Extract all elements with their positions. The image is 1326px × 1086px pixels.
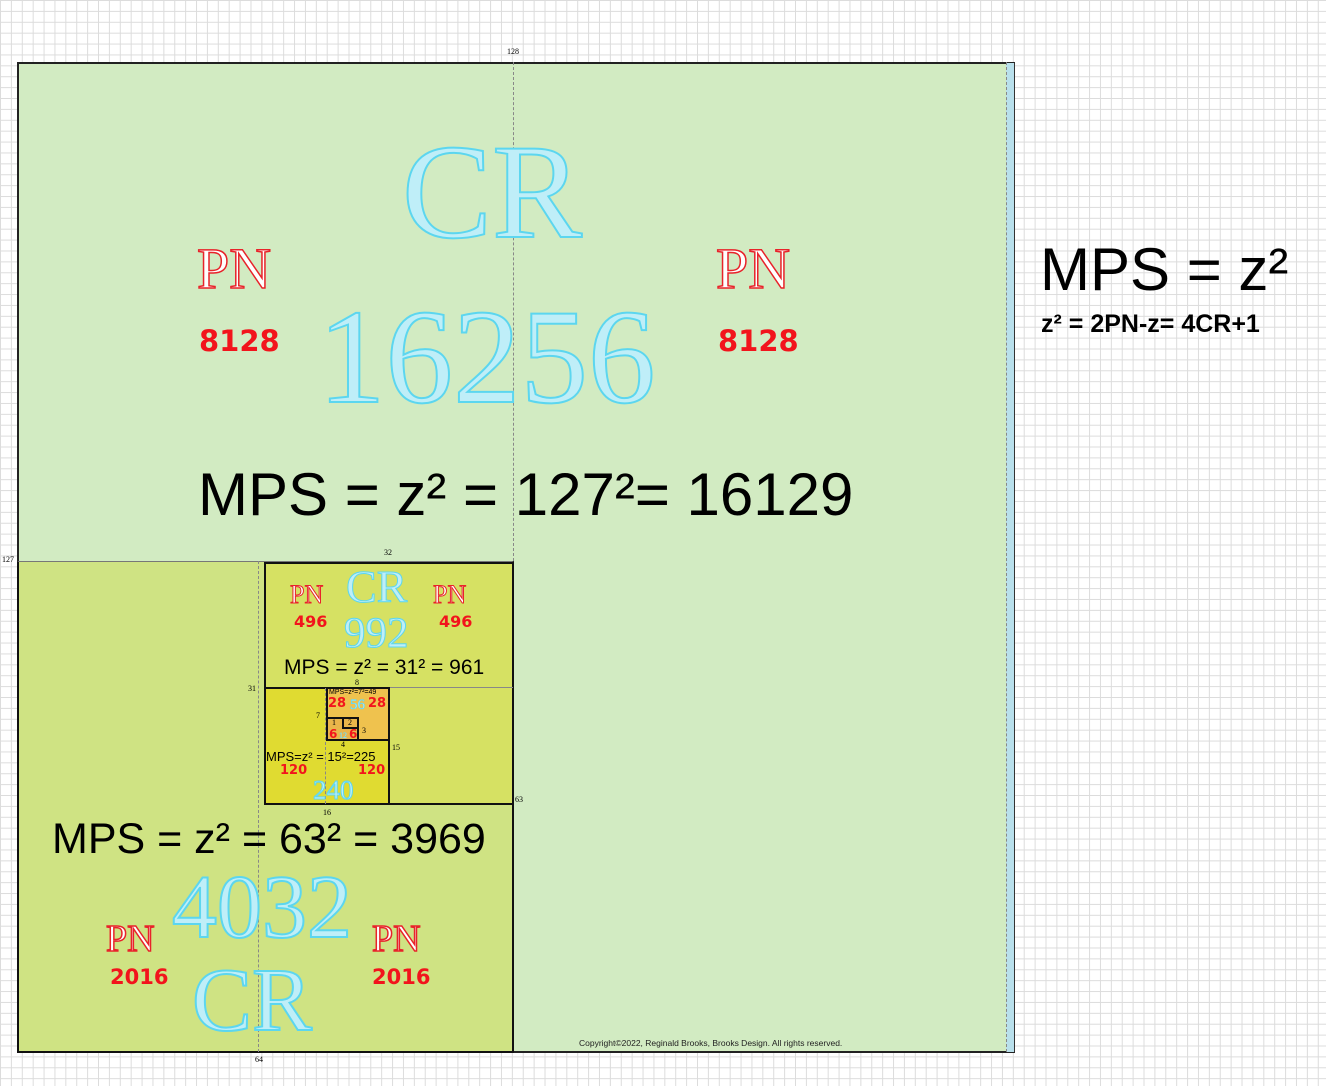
divider	[513, 62, 514, 1052]
side-label-8: 8	[355, 678, 359, 687]
side-label-63: 63	[515, 795, 523, 804]
pn-value-right-128: 8128	[718, 324, 799, 358]
side-label-16: 16	[323, 808, 331, 817]
square-2	[342, 717, 359, 729]
pn-label-left-128: PN	[196, 236, 272, 301]
pn-value-left-64: 2016	[110, 965, 169, 989]
mps-formula-32: MPS = z² = 31² = 961	[284, 656, 485, 679]
legend-formula: z² = 2PN-z= 4CR+1	[1041, 310, 1260, 338]
blue-strip	[1006, 63, 1015, 1052]
pn-label-right-128: PN	[715, 236, 791, 301]
mps-formula-128: MPS = z² = 127²= 16129	[198, 461, 854, 528]
side-label-4: 4	[341, 740, 345, 749]
side-label-1: 1	[332, 718, 336, 727]
side-label-31: 31	[248, 684, 256, 693]
pn-label-left-64: PN	[105, 918, 155, 960]
pn-value-right-32: 496	[439, 612, 473, 631]
side-label-3: 3	[362, 726, 366, 735]
cr-value-32: 992	[344, 610, 409, 657]
side-label-7: 7	[316, 711, 320, 720]
cr-value-64: 4032	[171, 858, 353, 957]
pn-value-left-4: 6	[329, 727, 338, 741]
pn-label-right-64: PN	[371, 918, 421, 960]
side-label-128: 128	[507, 47, 519, 56]
copyright: Copyright©2022, Reginald Brooks, Brooks …	[579, 1038, 843, 1048]
cr-value-4: 12	[339, 731, 347, 740]
side-label-32: 32	[384, 548, 392, 557]
cr-label-32: CR	[345, 561, 408, 612]
side-label-15: 15	[392, 743, 400, 752]
pn-value-left-8: 28	[328, 696, 347, 711]
mps-formula-64: MPS = z² = 63² = 3969	[52, 815, 486, 863]
cr-label-64: CR	[191, 951, 313, 1050]
divider	[325, 688, 326, 804]
pn-value-right-4: 6	[349, 727, 358, 741]
pn-value-right-8: 28	[368, 696, 387, 711]
side-label-2: 2	[348, 718, 352, 727]
pn-value-right-64: 2016	[372, 965, 431, 989]
pn-label-right-32: PN	[432, 580, 467, 609]
cr-value-128: 16256	[317, 283, 656, 432]
mps-formula-16: MPS=z² = 15²=225	[266, 749, 376, 764]
pn-label-left-32: PN	[289, 580, 324, 609]
pn-value-left-16: 120	[280, 763, 308, 778]
legend-title: MPS = z²	[1040, 236, 1289, 303]
side-label-64: 64	[255, 1055, 263, 1064]
cr-value-16: 240	[313, 775, 354, 805]
divider	[1006, 62, 1007, 1052]
pn-value-right-16: 120	[358, 763, 386, 778]
cr-value-8: 56	[350, 697, 366, 713]
pn-value-left-32: 496	[294, 612, 328, 631]
pn-value-left-128: 8128	[199, 324, 280, 358]
cr-label-128: CR	[401, 118, 583, 267]
divider	[258, 561, 259, 1052]
side-label-127: 127	[2, 555, 14, 564]
mps-formula-8: MPS=z²=7²=49	[329, 689, 377, 696]
